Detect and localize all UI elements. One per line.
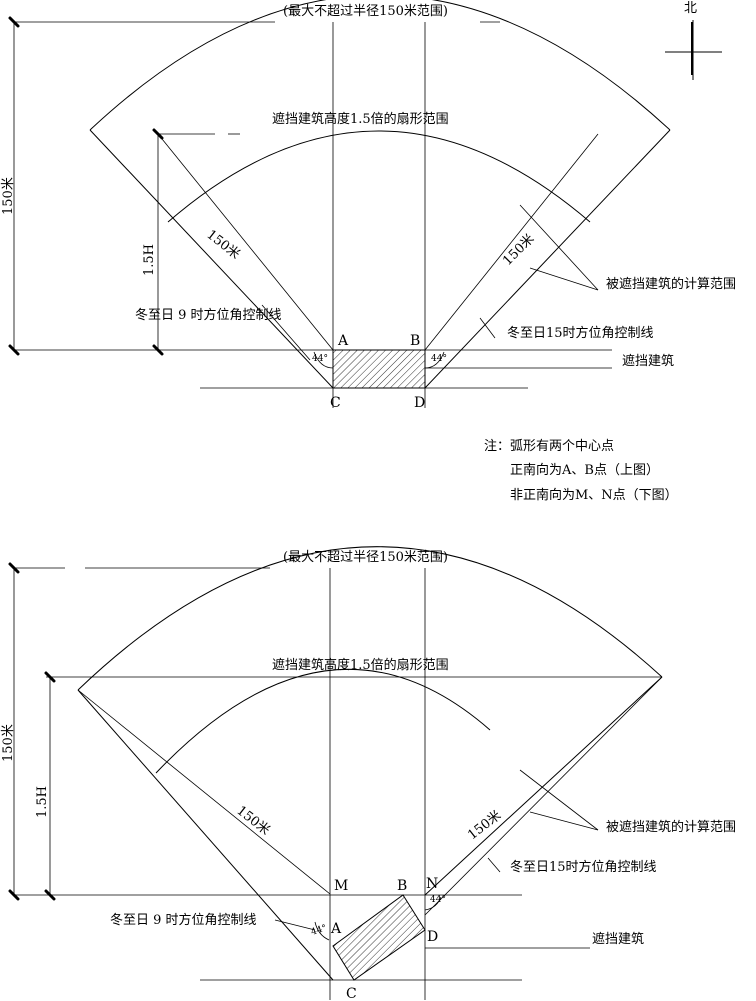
top-max-range-label: (最大不超过半径150米范围)	[283, 4, 448, 19]
top-building	[332, 349, 426, 389]
top-fan-label: 遮挡建筑高度1.5倍的扇形范围	[272, 111, 449, 127]
bottom-fan-label: 遮挡建筑高度1.5倍的扇形范围	[272, 657, 449, 673]
top-point-a: A	[337, 333, 349, 349]
bottom-dim-150-label: 150米	[1, 724, 16, 762]
bottom-calc-range-label: 被遮挡建筑的计算范围	[606, 819, 736, 835]
bottom-point-b: B	[397, 878, 407, 894]
bottom-point-a: A	[330, 921, 342, 937]
bottom-diagram	[8, 546, 663, 1000]
top-outer-arc	[89, 0, 671, 131]
note-title: 注：弧形有两个中心点	[484, 439, 614, 454]
top-diagram	[8, 0, 671, 408]
bottom-angle-right-label: 44°	[430, 895, 446, 905]
bottom-building	[332, 894, 426, 981]
bottom-dim-15h-label: 1.5H	[35, 786, 50, 818]
north-arrow-icon	[665, 20, 722, 80]
top-building-label: 遮挡建筑	[622, 353, 674, 369]
note-line-1: 正南向为A、B点（上图）	[510, 462, 659, 478]
top-radius-right-label: 150米	[500, 231, 537, 268]
top-inner-arc	[167, 130, 591, 223]
top-line-15-label: 冬至日15时方位角控制线	[507, 325, 654, 341]
top-line-9-label: 冬至日 9 时方位角控制线	[135, 307, 282, 323]
bottom-max-range-label: (最大不超过半径150米范围)	[283, 550, 448, 565]
top-point-d: D	[414, 395, 425, 411]
bottom-line-15-label: 冬至日15时方位角控制线	[510, 859, 657, 875]
top-angle-right-label: 44°	[431, 354, 447, 364]
top-calc-range-label: 被遮挡建筑的计算范围	[606, 276, 736, 292]
bottom-angle-left-label: 44°	[310, 923, 328, 937]
north-label: 北	[684, 1, 697, 16]
bottom-point-n: N	[426, 876, 438, 892]
top-point-c: C	[330, 395, 341, 411]
bottom-point-d: D	[427, 929, 438, 945]
bottom-point-m: M	[334, 878, 348, 894]
top-dim-15h-label: 1.5H	[142, 244, 157, 276]
bottom-inner-arc	[155, 668, 491, 774]
top-point-b: B	[410, 333, 420, 349]
note-line-2: 非正南向为M、N点（下图）	[510, 487, 678, 503]
bottom-radius-right-label: 150米	[465, 808, 504, 843]
bottom-line-9-label: 冬至日 9 时方位角控制线	[110, 912, 257, 928]
top-angle-left-label: 44°	[312, 354, 328, 364]
bottom-point-c: C	[346, 986, 357, 1001]
top-dim-150-label: 150米	[1, 177, 16, 215]
bottom-outer-arc	[77, 546, 663, 691]
bottom-building-label: 遮挡建筑	[592, 931, 644, 947]
